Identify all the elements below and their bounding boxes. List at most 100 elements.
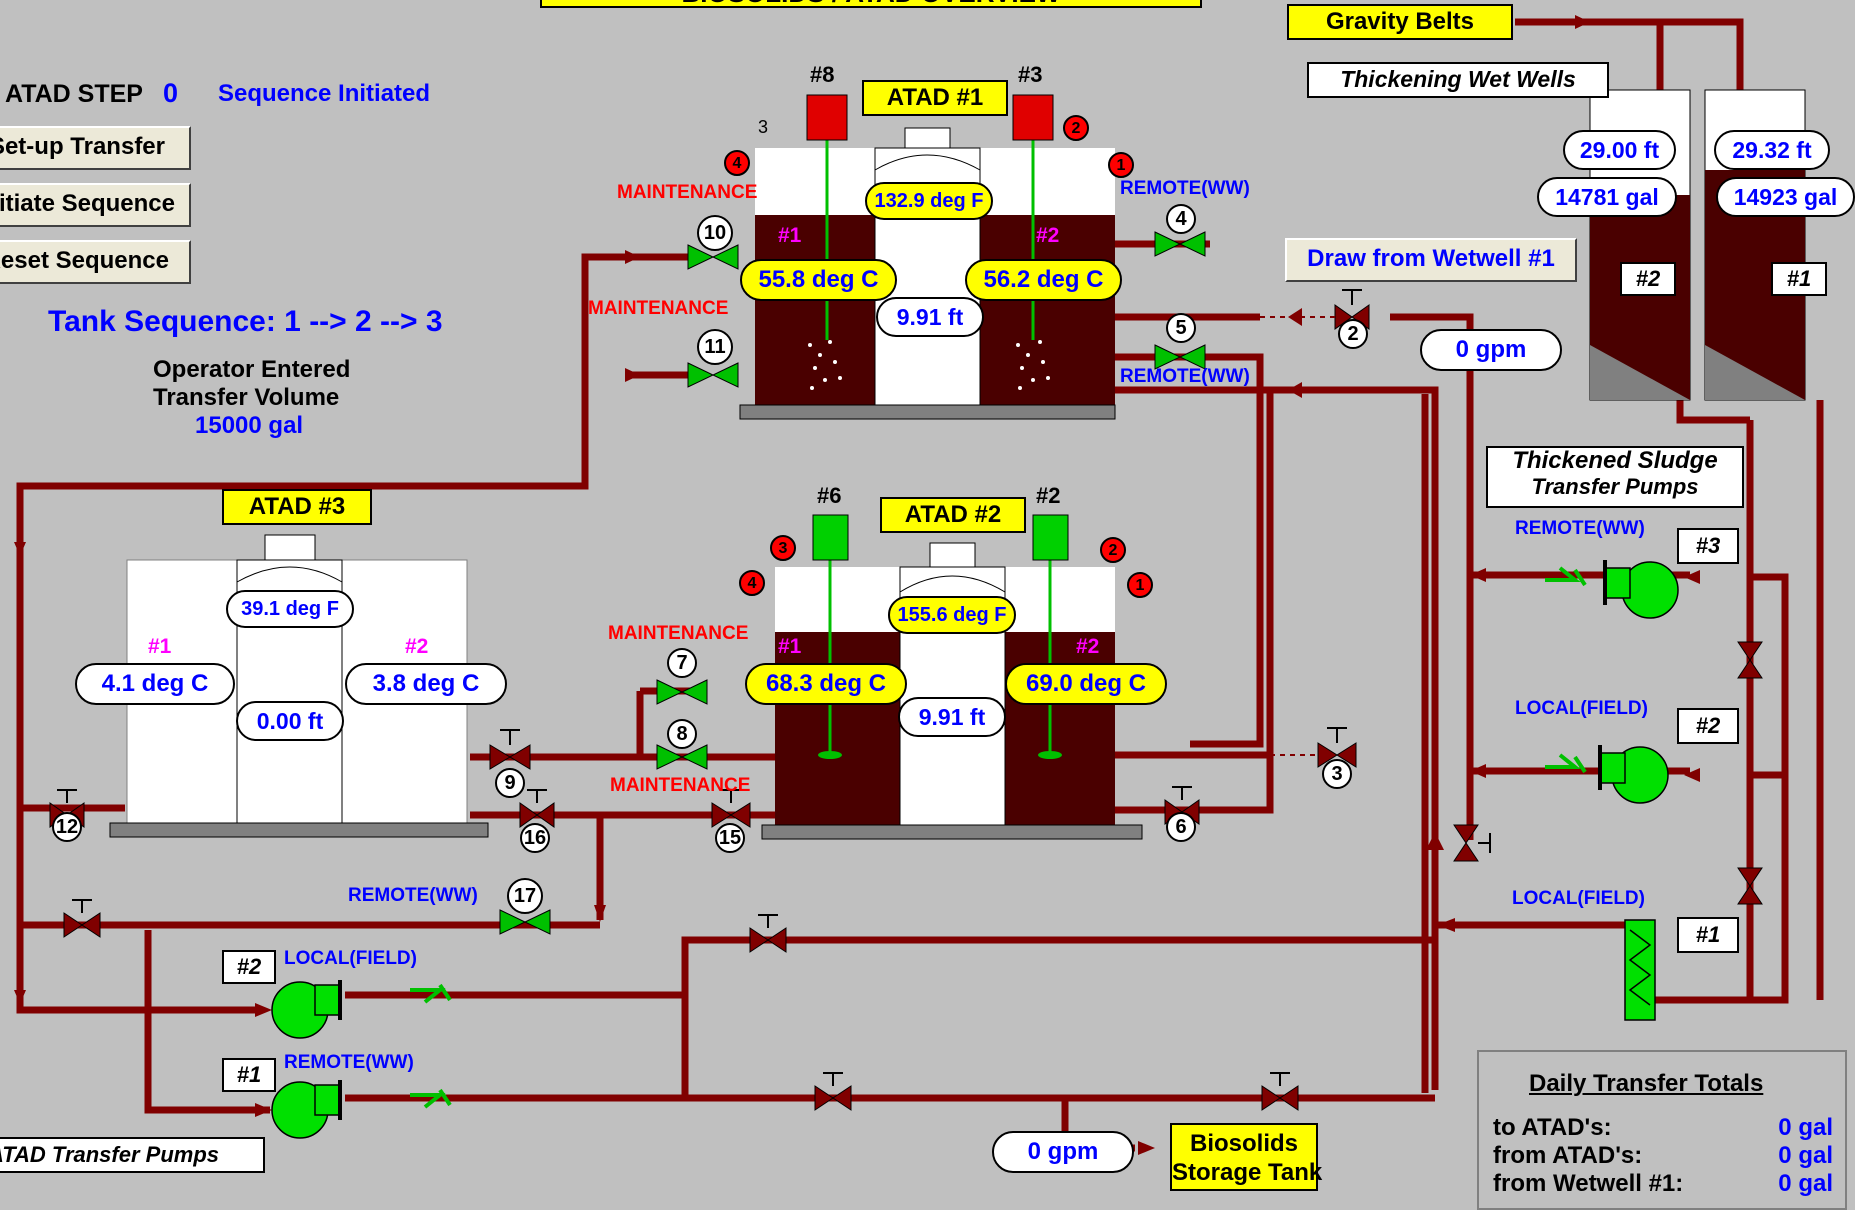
valve-15[interactable]: 15 [715, 823, 745, 853]
atad2-temp-f: 155.6 deg F [888, 596, 1016, 634]
atad2-alarm-4: 4 [739, 570, 765, 596]
transfer-volume-value: 15000 gal [195, 412, 304, 439]
thickened-pump3-label[interactable]: #3 [1677, 528, 1739, 564]
atad1-zone2-temp: 56.2 deg C [965, 259, 1122, 301]
atad-pump2-label[interactable]: #2 [222, 950, 276, 984]
atad-pump1-label[interactable]: #1 [222, 1058, 276, 1092]
setup-transfer-button[interactable]: Set-up Transfer [0, 126, 191, 170]
atad2-zone1-temp: 68.3 deg C [745, 663, 907, 705]
wetwell1-label: #1 [1771, 262, 1827, 296]
sequence-status: Sequence Initiated [218, 80, 431, 107]
thickening-wet-wells-label: Thickening Wet Wells [1307, 62, 1609, 98]
daily-totals-value-0: 0 gal [1778, 1114, 1833, 1141]
valve-4[interactable]: 4 [1166, 204, 1196, 234]
atad1-temp-f: 132.9 deg F [865, 182, 993, 220]
atad2-zone2-label: #2 [1076, 635, 1100, 658]
atad3-level: 0.00 ft [236, 701, 344, 741]
atad3-temp-f: 39.1 deg F [226, 590, 354, 628]
valve-7[interactable]: 7 [667, 648, 697, 678]
initiate-sequence-button[interactable]: Initiate Sequence [0, 183, 191, 227]
atad1-alarm-4: 4 [724, 150, 750, 176]
valve-2[interactable]: 2 [1338, 319, 1368, 349]
atad2-alarm-2: 2 [1100, 537, 1126, 563]
atad2-level: 9.91 ft [898, 697, 1006, 737]
atad2-mixer-6-label: #6 [817, 483, 842, 508]
daily-totals-label-2: from Wetwell #1: [1493, 1170, 1684, 1197]
thickened-pumps-title: Thickened Sludge Transfer Pumps [1486, 446, 1744, 508]
thickened-pump3-mode: REMOTE(WW) [1515, 518, 1645, 539]
atad1-zone1-label: #1 [778, 224, 802, 247]
atad1-level: 9.91 ft [876, 297, 984, 337]
daily-totals-value-1: 0 gal [1778, 1142, 1833, 1169]
atad-pump-flow: 0 gpm [992, 1131, 1134, 1173]
atad1-zone1-temp: 55.8 deg C [740, 259, 897, 301]
wetwell2-volume: 14781 gal [1537, 177, 1677, 217]
atad2-alarm-3: 3 [770, 535, 796, 561]
atad-transfer-pumps-title: ATAD Transfer Pumps [0, 1137, 265, 1173]
wetwell-flow: 0 gpm [1420, 329, 1562, 371]
valve-10[interactable]: 10 [697, 215, 733, 251]
atad2-title: ATAD #2 [880, 497, 1026, 533]
wetwell2-level: 29.00 ft [1563, 130, 1676, 170]
wetwell2-label: #2 [1620, 262, 1676, 296]
atad1-title: ATAD #1 [862, 80, 1008, 116]
thickened-pump1-label[interactable]: #1 [1677, 917, 1739, 953]
atad2-zone1-label: #1 [778, 635, 802, 658]
thickened-pump2-label[interactable]: #2 [1677, 708, 1739, 744]
valve-6[interactable]: 6 [1166, 812, 1196, 842]
atad1-maintenance-11: MAINTENANCE [588, 298, 729, 319]
valve-17[interactable]: 17 [507, 878, 543, 914]
atad3-zone2-temp: 3.8 deg C [345, 663, 507, 705]
atad-pump2-mode: LOCAL(FIELD) [284, 948, 417, 969]
atad1-alarm-1: 1 [1108, 152, 1134, 178]
atad-step-value: 0 [163, 78, 179, 108]
thickened-pump2-mode: LOCAL(FIELD) [1515, 698, 1648, 719]
valve-8[interactable]: 8 [667, 719, 697, 749]
wetwell1-level: 29.32 ft [1714, 130, 1830, 170]
valve-11[interactable]: 11 [697, 329, 733, 365]
atad-transfer-pumps-title-text: ATAD Transfer Pumps [0, 1142, 219, 1167]
atad-pump1-mode: REMOTE(WW) [284, 1052, 414, 1073]
atad2-zone2-temp: 69.0 deg C [1005, 663, 1167, 705]
daily-totals-title: Daily Transfer Totals [1529, 1070, 1764, 1097]
atad3-title: ATAD #3 [222, 489, 372, 525]
reset-sequence-button[interactable]: Reset Sequence [0, 240, 191, 284]
valve-9[interactable]: 9 [495, 768, 525, 798]
transfer-volume-label: Transfer Volume [153, 384, 340, 411]
gravity-belts-label: Gravity Belts [1287, 4, 1513, 40]
atad1-small-number: 3 [758, 117, 769, 137]
atad1-remote-5: REMOTE(WW) [1120, 366, 1250, 387]
thickened-pumps-title-line1: Thickened Sludge [1512, 447, 1718, 474]
atad-step-label: ATAD STEP [5, 80, 143, 108]
atad1-maintenance-10: MAINTENANCE [617, 182, 758, 203]
atad1-mixer-8-label: #8 [810, 62, 835, 87]
atad3-zone2-label: #2 [405, 635, 429, 658]
operator-entered-label: Operator Entered [153, 356, 351, 383]
atad1-remote-4: REMOTE(WW) [1120, 178, 1250, 199]
atad2-alarm-1: 1 [1127, 572, 1153, 598]
storage-line1: Biosolids [1189, 1130, 1298, 1157]
atad1-mixer-3-label: #3 [1018, 62, 1043, 87]
storage-line2: Storage Tank [1172, 1159, 1323, 1186]
draw-from-wetwell-button[interactable]: Draw from Wetwell #1 [1285, 238, 1577, 282]
valve-5[interactable]: 5 [1166, 313, 1196, 343]
atad1-vessel [739, 94, 1116, 420]
daily-totals-value-2: 0 gal [1778, 1170, 1833, 1197]
daily-totals-label-1: from ATAD's: [1493, 1142, 1643, 1169]
valve-12[interactable]: 12 [52, 812, 82, 842]
tank-sequence: Tank Sequence: 1 --> 2 --> 3 [48, 305, 443, 338]
valve-3[interactable]: 3 [1322, 759, 1352, 789]
atad2-mixer-2-label: #2 [1036, 483, 1061, 508]
atad3-zone1-temp: 4.1 deg C [75, 663, 235, 705]
daily-totals-panel: Daily Transfer Totals to ATAD's: 0 gal f… [1477, 1050, 1847, 1210]
atad3-zone1-label: #1 [148, 635, 172, 658]
thickened-pumps-title-line2: Transfer Pumps [1531, 474, 1699, 499]
wetwell1-volume: 14923 gal [1716, 177, 1855, 217]
valve-16[interactable]: 16 [520, 823, 550, 853]
page-title: BIOSOLIDS / ATAD OVERVIEW [540, 0, 1202, 8]
daily-totals-label-0: to ATAD's: [1493, 1114, 1612, 1141]
atad1-zone2-label: #2 [1036, 224, 1060, 247]
biosolids-storage-label: Biosolids Storage Tank [1170, 1123, 1323, 1191]
atad1-alarm-2: 2 [1063, 115, 1089, 141]
valve-17-mode: REMOTE(WW) [348, 885, 478, 906]
